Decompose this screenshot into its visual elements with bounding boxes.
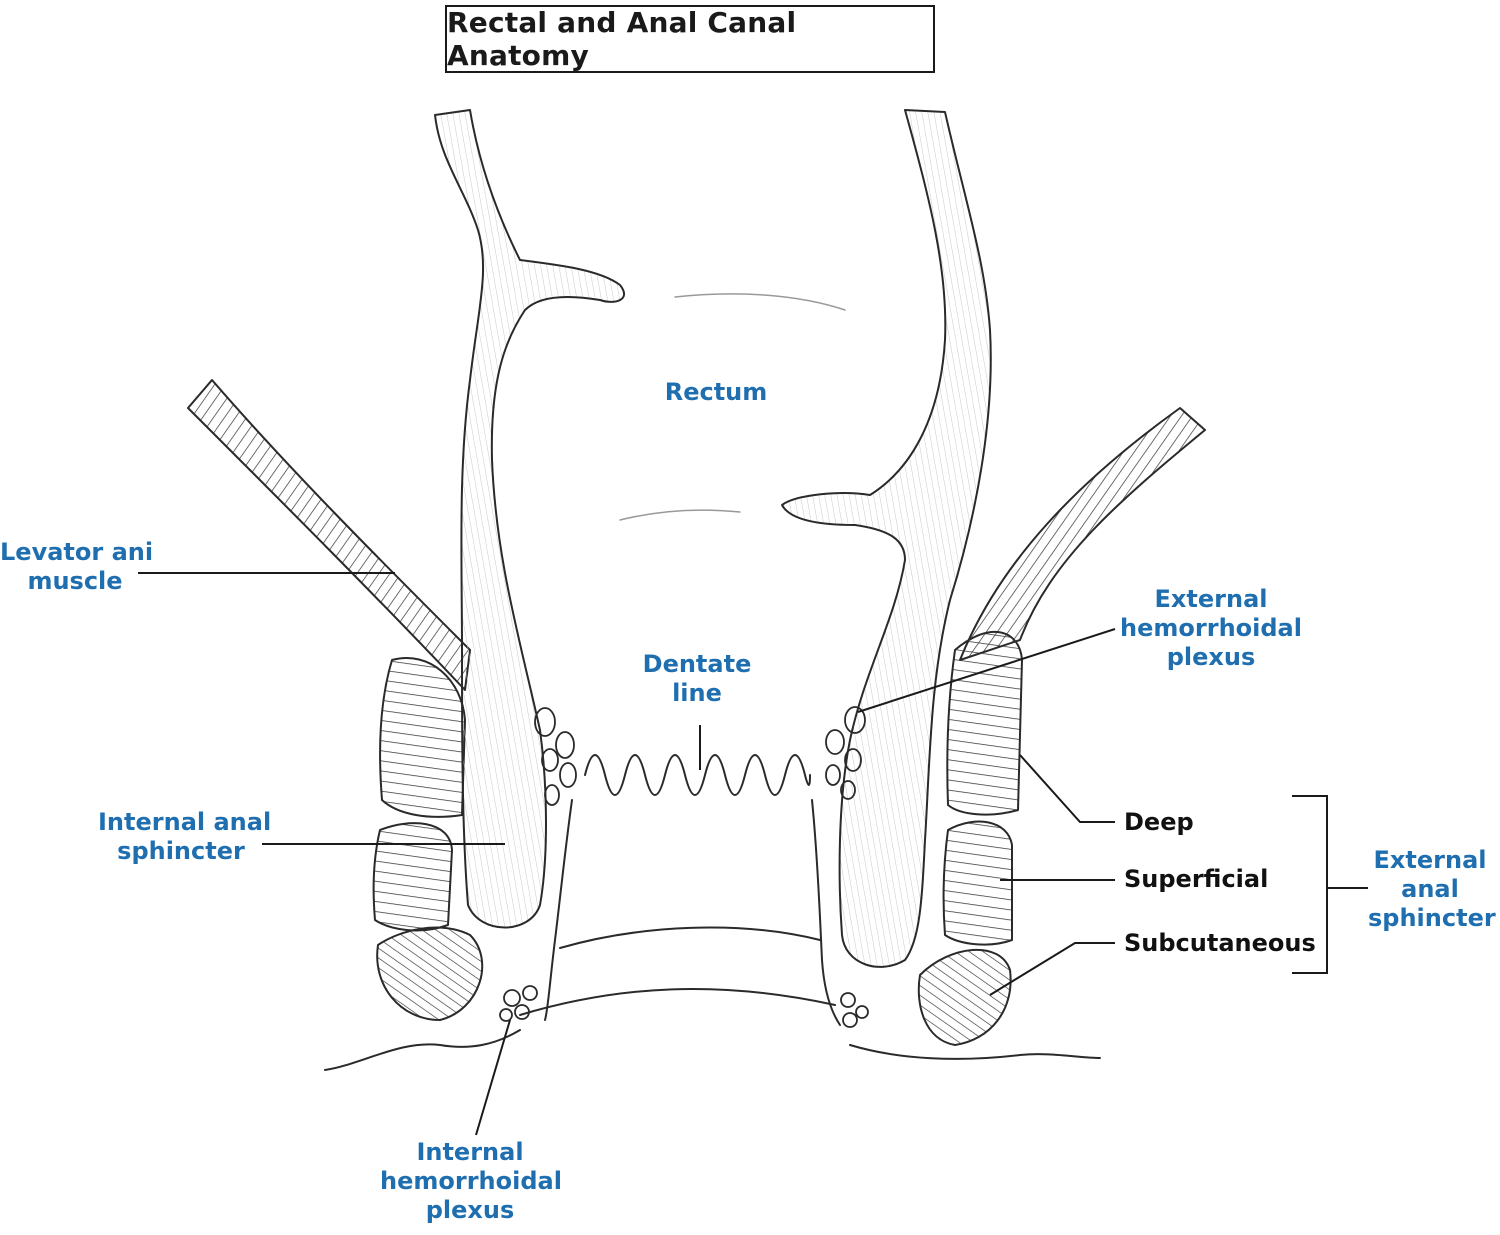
perianal-skin [519,988,836,1016]
right-canal-lining [811,799,841,1026]
internal-plexus-vessel [855,1005,869,1019]
bracket-external-sphincter [1292,795,1328,974]
leader-deep [1019,754,1115,823]
left-plexus-vessel [534,707,556,737]
leader-external-hemorrhoidal [857,628,1116,713]
dentate-line-wave [584,754,811,796]
right-superficial-sphincter [942,820,1013,946]
leader-subcutaneous [989,942,1115,996]
internal-plexus-vessel [840,992,856,1008]
label-rectum: Rectum [664,378,768,406]
left-subcutaneous-sphincter [376,926,484,1021]
rectal-fold-upper [674,293,846,311]
internal-plexus-vessel [503,989,521,1007]
right-deep-sphincter [946,631,1023,816]
left-deep-sphincter [379,657,466,818]
diagram-title: Rectal and Anal Canal Anatomy [447,6,797,72]
skin-surface-right [849,1044,1101,1060]
left-plexus-vessel [559,762,577,788]
internal-plexus-vessel [522,985,538,1001]
internal-plexus-vessel [842,1012,858,1028]
internal-plexus-vessel [514,1004,530,1020]
canal-floor [559,926,821,949]
leader-internal-hemorrhoidal [475,1019,511,1136]
left-canal-lining [544,799,573,1021]
rectal-fold-lower [619,509,741,521]
right-plexus-vessel [840,780,856,800]
left-rectal-wall [434,109,626,929]
right-plexus-vessel [825,764,841,786]
internal-plexus-vessel [499,1008,513,1022]
label-external-anal-sphincter: External anal sphincter [1368,846,1496,932]
label-levator-ani-muscle: Levator ani muscle [0,538,154,595]
label-external-hemorrhoidal-plexus: External hemorrhoidal plexus [1120,585,1302,671]
left-plexus-vessel [544,784,560,806]
label-subcutaneous: Subcutaneous [1124,929,1316,957]
label-superficial: Superficial [1124,865,1269,893]
label-internal-anal-sphincter: Internal anal sphincter [98,808,272,865]
left-plexus-vessel [555,731,575,759]
right-plexus-vessel [844,748,862,772]
right-plexus-vessel [844,706,866,734]
label-internal-hemorrhoidal-plexus: Internal hemorrhoidal plexus [380,1138,562,1224]
left-levator-ani [187,379,471,691]
label-dentate-line: Dentate line [642,650,752,707]
left-plexus-vessel [541,748,559,772]
skin-surface [324,1029,521,1071]
title-box: Rectal and Anal Canal Anatomy [445,5,935,73]
right-subcutaneous-sphincter [917,949,1012,1046]
left-superficial-sphincter [372,822,453,932]
right-plexus-vessel [825,729,845,755]
label-deep: Deep [1124,808,1194,836]
right-rectal-wall [781,109,992,968]
